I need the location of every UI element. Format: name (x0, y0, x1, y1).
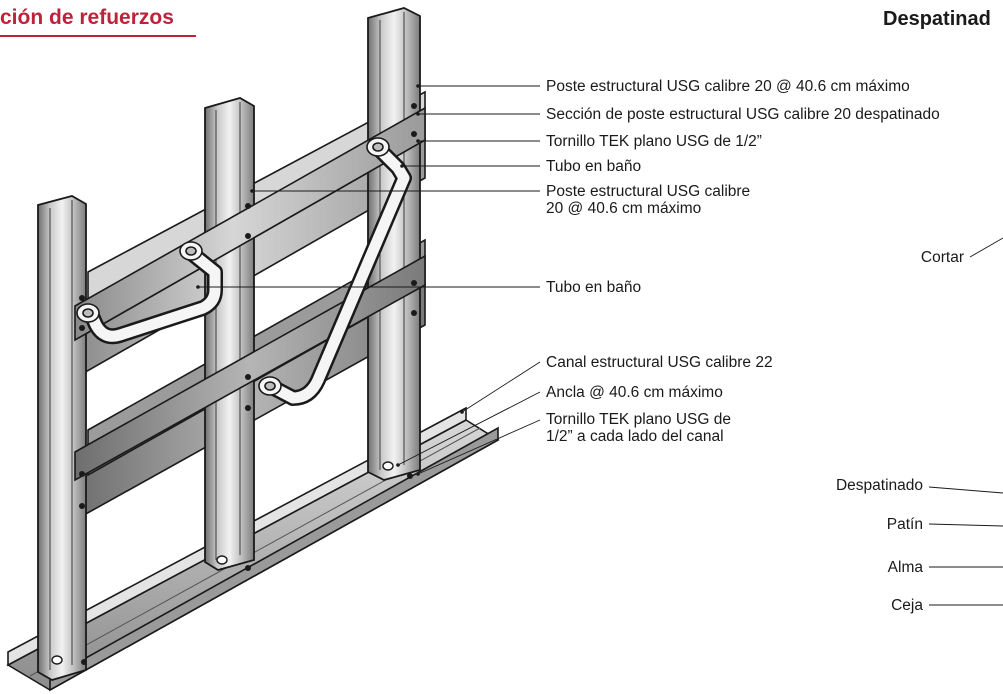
pipe-fittings (76, 137, 390, 396)
callout-structural-track: Canal estructural USG calibre 22 (546, 354, 773, 371)
callout-cut-stud-section: Sección de poste estructural USG calibre… (546, 106, 940, 123)
leader-lines (198, 85, 1003, 606)
label-cortar: Cortar (920, 249, 964, 266)
anchors (51, 461, 394, 665)
middle-stud (204, 97, 255, 571)
callout-bath-pipe-upper: Tubo en baño (546, 158, 642, 175)
label-patin: Patín (886, 516, 923, 533)
callout-structural-stud: Poste estructural USG calibre 20 @ 40.6 … (546, 78, 910, 95)
label-ceja: Ceja (891, 597, 923, 614)
title-underline (0, 35, 196, 37)
callout-structural-stud-middle: Poste estructural USG calibre 20 @ 40.6 … (546, 183, 751, 217)
bath-pipes (84, 140, 412, 406)
callout-bath-pipe-lower: Tubo en baño (546, 279, 642, 296)
lower-band-face (74, 254, 426, 482)
callout-anchor: Ancla @ 40.6 cm máximo (546, 384, 723, 401)
callout-tek-screw-track: Tornillo TEK plano USG de 1/2” a cada la… (546, 411, 731, 445)
label-despatinado: Despatinado (835, 477, 923, 494)
section-title: Despatinad (883, 8, 991, 30)
left-stud (37, 195, 87, 681)
tek-screws (79, 103, 417, 665)
page-title: ción de refuerzos (0, 6, 174, 29)
leader-dots (196, 84, 464, 476)
label-alma: Alma (887, 559, 923, 576)
callout-tek-screw: Tornillo TEK plano USG de 1/2” (546, 133, 762, 150)
upper-band-face (74, 106, 426, 342)
